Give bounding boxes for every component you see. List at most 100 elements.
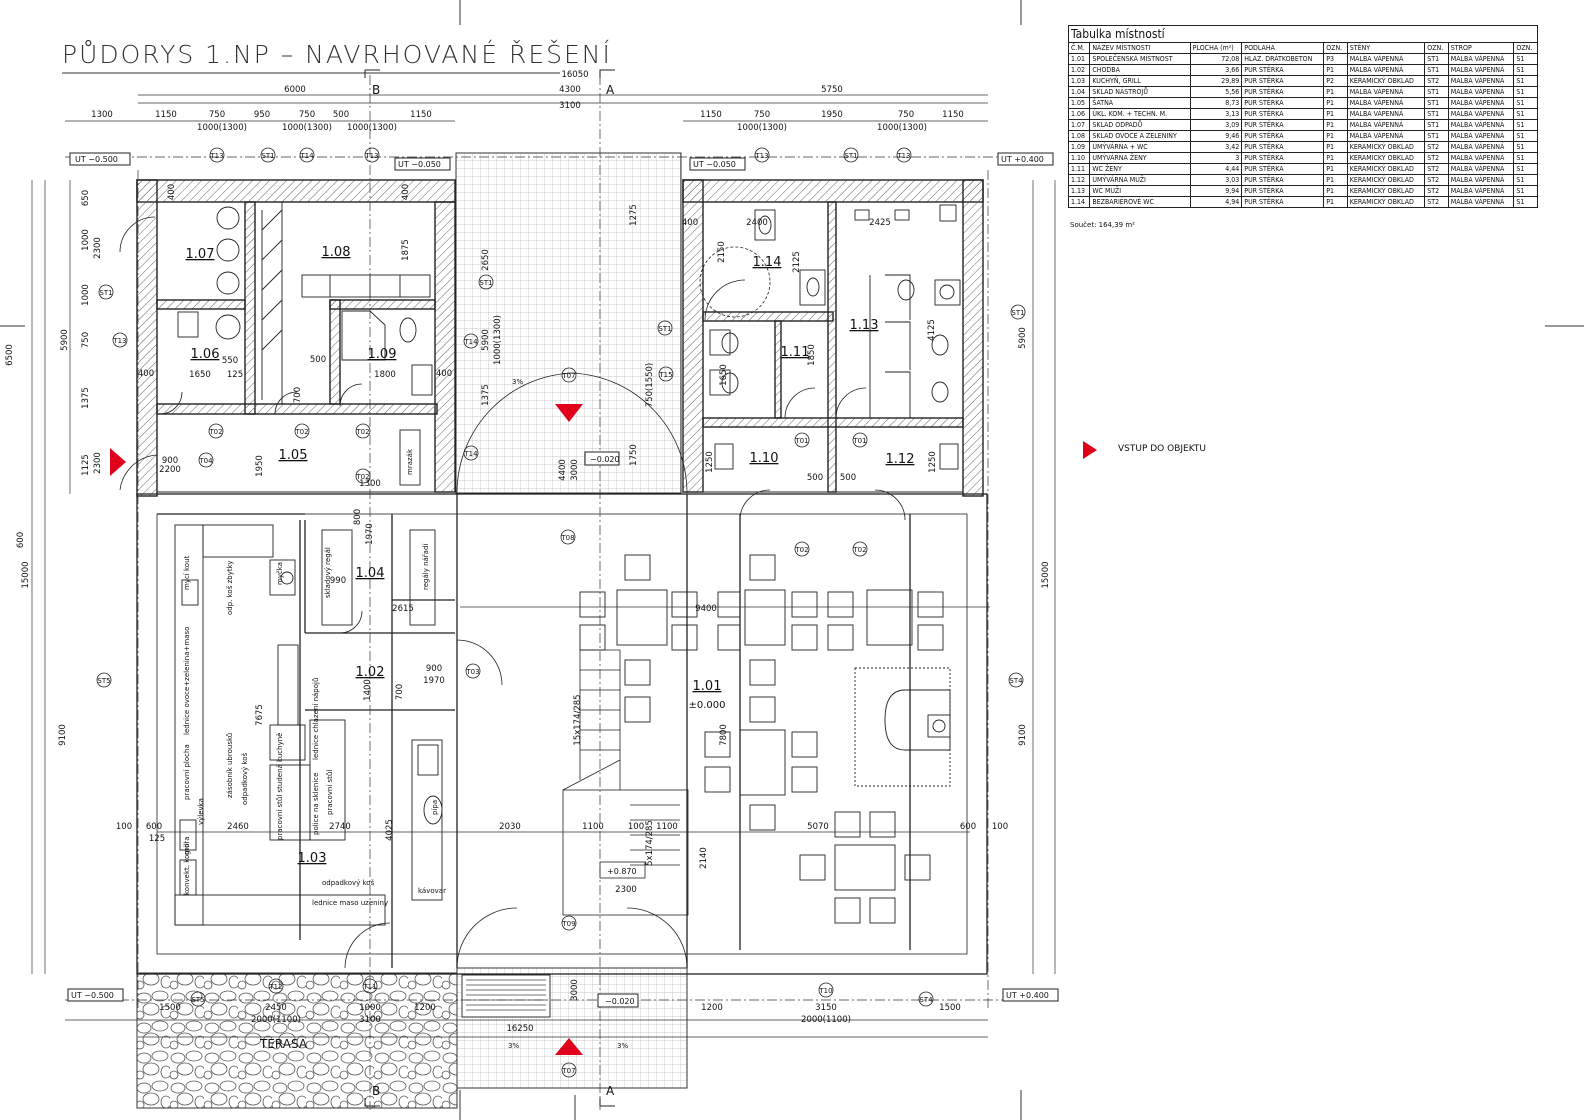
table-cell: PUR STĚRKA [1241,163,1325,175]
entry-canopy-grid [455,152,682,494]
dim-left-r5: 1375 [81,387,91,409]
tag-st1b: ST1 [844,152,857,160]
table-cell: 1.01 [1067,53,1091,65]
dim-bottom-r0: 1500 [159,1003,181,1013]
room-1-14: 1.14 [753,255,782,270]
dim-int-2: 2030 [499,822,521,832]
tag-t04: T04 [198,457,213,465]
dim-right-total: 15000 [1041,561,1051,588]
room-1-01: 1.01 [693,679,722,694]
tag-t11: T11 [362,983,376,991]
dim-top-w3: 1000(1300) [737,123,787,133]
table-cell: S1 [1513,97,1538,109]
table-cell: MALBA VÁPENNÁ [1346,53,1426,65]
table-cell: 9,46 [1189,130,1243,142]
dim-int-4: 600 [146,822,162,832]
table-caption: Tabulka místností [1068,25,1538,43]
table-cell: KERAMICKÝ OBKLAD [1346,163,1426,175]
table-cell: KUCHYŇ, GRILL [1089,75,1191,87]
tag-t13b: T13 [364,152,378,160]
table-sum: Součet: 164,39 m² [1070,221,1135,229]
table-cell: P1 [1323,64,1348,76]
dimension-lines [31,94,1056,1038]
dim-top-r6: 1150 [410,110,432,120]
dim-left-r3: 1000 [81,284,91,306]
table-cell: BEZBARIÉROVÉ WC [1089,196,1191,208]
dim-int-46: 750(1550) [645,363,655,408]
dim-top-4300: 4300 [559,85,581,95]
dim-top-w4: 1000(1300) [877,123,927,133]
label-pipa: pípa [431,800,439,815]
tag-st4a: ST4 [1009,677,1023,685]
table-cell: PUR STĚRKA [1241,174,1325,186]
dim-int-47: 1275 [629,204,639,226]
table-cell: 1.11 [1067,163,1091,175]
room-1-02: 1.02 [356,665,385,680]
dim-int-26: 2400 [746,218,768,228]
label-oprek: výlevka [197,798,205,825]
table-cell: SKLAD NÁSTROJŮ [1089,86,1191,98]
table-cell: P1 [1323,196,1348,208]
table-cell: ST1 [1424,119,1449,131]
level-ut-tm2: UT −0.050 [693,160,736,169]
table-cell: P2 [1323,75,1348,87]
label-lednice1: lednice ovoce+zelenina+maso [183,627,191,735]
table-cell: 3 [1189,152,1243,164]
dim-left-9100: 9100 [58,724,68,746]
level-ut-tr: UT +0.400 [1001,155,1044,164]
tag-t08: T08 [560,534,574,542]
tag-t13c: T13 [754,152,768,160]
entry-arrow-icon [1083,441,1097,459]
table-cell: MALBA VÁPENNÁ [1447,185,1515,197]
table-cell: MALBA VÁPENNÁ [1447,196,1515,208]
dim-int-27: 2425 [869,218,891,228]
level-ut-br: UT +0.400 [1006,991,1049,1000]
table-cell: 1.08 [1067,130,1091,142]
dim-top-total: 16050 [561,70,588,80]
dim-bottom-total: 16250 [506,1024,533,1034]
dim-int-57: 1970 [423,676,445,686]
label-lednice2: lednice chlazení nápojů [312,678,320,760]
dim-int-62: 400 [682,218,698,228]
label-odpadkos2: odpadkový koš [241,752,249,805]
tag-st5a: ST5 [97,677,110,685]
table-cell: 1.14 [1067,196,1091,208]
tag-st1a: ST1 [261,152,274,160]
table-cell: S1 [1513,185,1538,197]
dim-int-61: 400 [436,369,452,379]
table-cell: S1 [1513,119,1538,131]
tag-st1d: ST1 [479,279,492,287]
table-cell: SKLAD ODPADŮ [1089,119,1191,131]
table-cell: WC MUŽI [1089,185,1191,197]
dim-int-31: 500 [840,473,856,483]
dim-top-6000: 6000 [284,85,306,95]
dim-int-37: 900 [162,456,178,466]
dim-left-600: 600 [16,532,26,548]
dim-int-12: 9400 [695,604,717,614]
table-cell: 1.03 [1067,75,1091,87]
table-cell: ST1 [1424,86,1449,98]
dim-top-r8: 750 [754,110,770,120]
table-cell: 1.02 [1067,64,1091,76]
table-cell: MALBA VÁPENNÁ [1346,130,1426,142]
table-cell: KERAMICKÝ OBKLAD [1346,185,1426,197]
dim-int-53: 15x174/285 [573,694,583,745]
tag-st5b: ST5 [191,996,204,1004]
table-cell: 1.10 [1067,152,1091,164]
table-cell: ŠATNA [1089,97,1191,109]
dimension-texts: 16050 6000 4300 3100 5750 1300 1150 750 … [5,70,1051,1034]
table-cell: SKLAD OVOCE A ZELENINY [1089,130,1191,142]
table-cell: 3,13 [1189,108,1243,120]
table-cell: KERAMICKÝ OBKLAD [1346,196,1426,208]
room-1-12: 1.12 [886,452,915,467]
dim-int-32: 2150 [717,241,727,263]
tag-st1f: ST1 [1011,309,1024,317]
dim-int-20: 1300 [359,479,381,489]
label-pracstul2: pracovní stůl [326,770,334,815]
room-1-04: 1.04 [356,566,385,581]
dim-int-43: 2650 [481,249,491,271]
